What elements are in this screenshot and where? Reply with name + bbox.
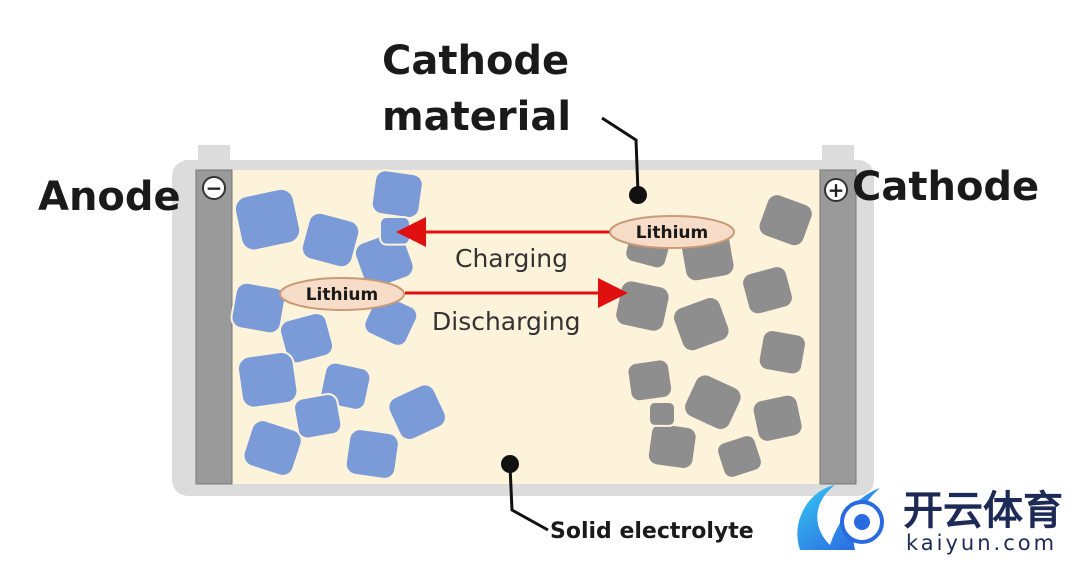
kaiyun-logo bbox=[797, 485, 884, 550]
cathode-particle bbox=[683, 373, 743, 431]
lithium-ion-cathode bbox=[609, 215, 735, 249]
lithium-label-top: Lithium bbox=[636, 223, 709, 243]
cathode-particle bbox=[757, 329, 807, 376]
cathode-material-dot bbox=[629, 186, 647, 204]
anode-particle bbox=[300, 211, 361, 269]
electrolyte-leader bbox=[508, 465, 549, 532]
charging-label: Charging bbox=[455, 244, 568, 273]
cathode-particle bbox=[646, 422, 698, 471]
positive-terminal-icon bbox=[824, 178, 848, 202]
negative-terminal-icon bbox=[202, 176, 226, 200]
cathode-particle bbox=[716, 434, 763, 479]
discharging-label: Discharging bbox=[432, 307, 581, 336]
cathode-material-leader bbox=[601, 116, 640, 193]
anode-particle bbox=[242, 419, 303, 477]
negative-sign: − bbox=[206, 176, 223, 200]
anode-particle bbox=[230, 281, 287, 335]
cathode-material-label-line1: Cathode bbox=[382, 38, 569, 84]
cathode-particle bbox=[741, 265, 794, 316]
lithium-label-bottom: Lithium bbox=[306, 285, 379, 305]
anode-particle bbox=[293, 393, 343, 440]
anode-particle bbox=[344, 428, 400, 480]
anode-particle bbox=[387, 383, 447, 441]
cathode-particle bbox=[648, 401, 676, 427]
anode-particle bbox=[233, 187, 302, 252]
cathode-current-collector bbox=[819, 169, 857, 485]
cathode-particle bbox=[672, 296, 731, 353]
watermark-url: kaiyun.com bbox=[906, 531, 1057, 555]
anode-label: Anode bbox=[38, 174, 181, 220]
cathode-particle bbox=[614, 279, 671, 333]
cathode-particle bbox=[751, 393, 804, 443]
solid-electrolyte-label: Solid electrolyte bbox=[550, 519, 754, 544]
cathode-label: Cathode bbox=[852, 164, 1039, 210]
cathode-particle bbox=[626, 358, 674, 403]
lithium-ion-anode bbox=[279, 277, 405, 311]
watermark-chinese: 开云体育 bbox=[903, 488, 1063, 534]
anode-particle bbox=[370, 169, 424, 219]
cathode-particle bbox=[757, 193, 814, 248]
anode-current-collector bbox=[195, 169, 233, 485]
anode-particle bbox=[278, 311, 335, 365]
cathode-material-label-line2: material bbox=[382, 94, 571, 140]
positive-sign: + bbox=[828, 178, 845, 202]
anode-particle bbox=[236, 350, 299, 409]
electrolyte-dot bbox=[501, 455, 519, 473]
